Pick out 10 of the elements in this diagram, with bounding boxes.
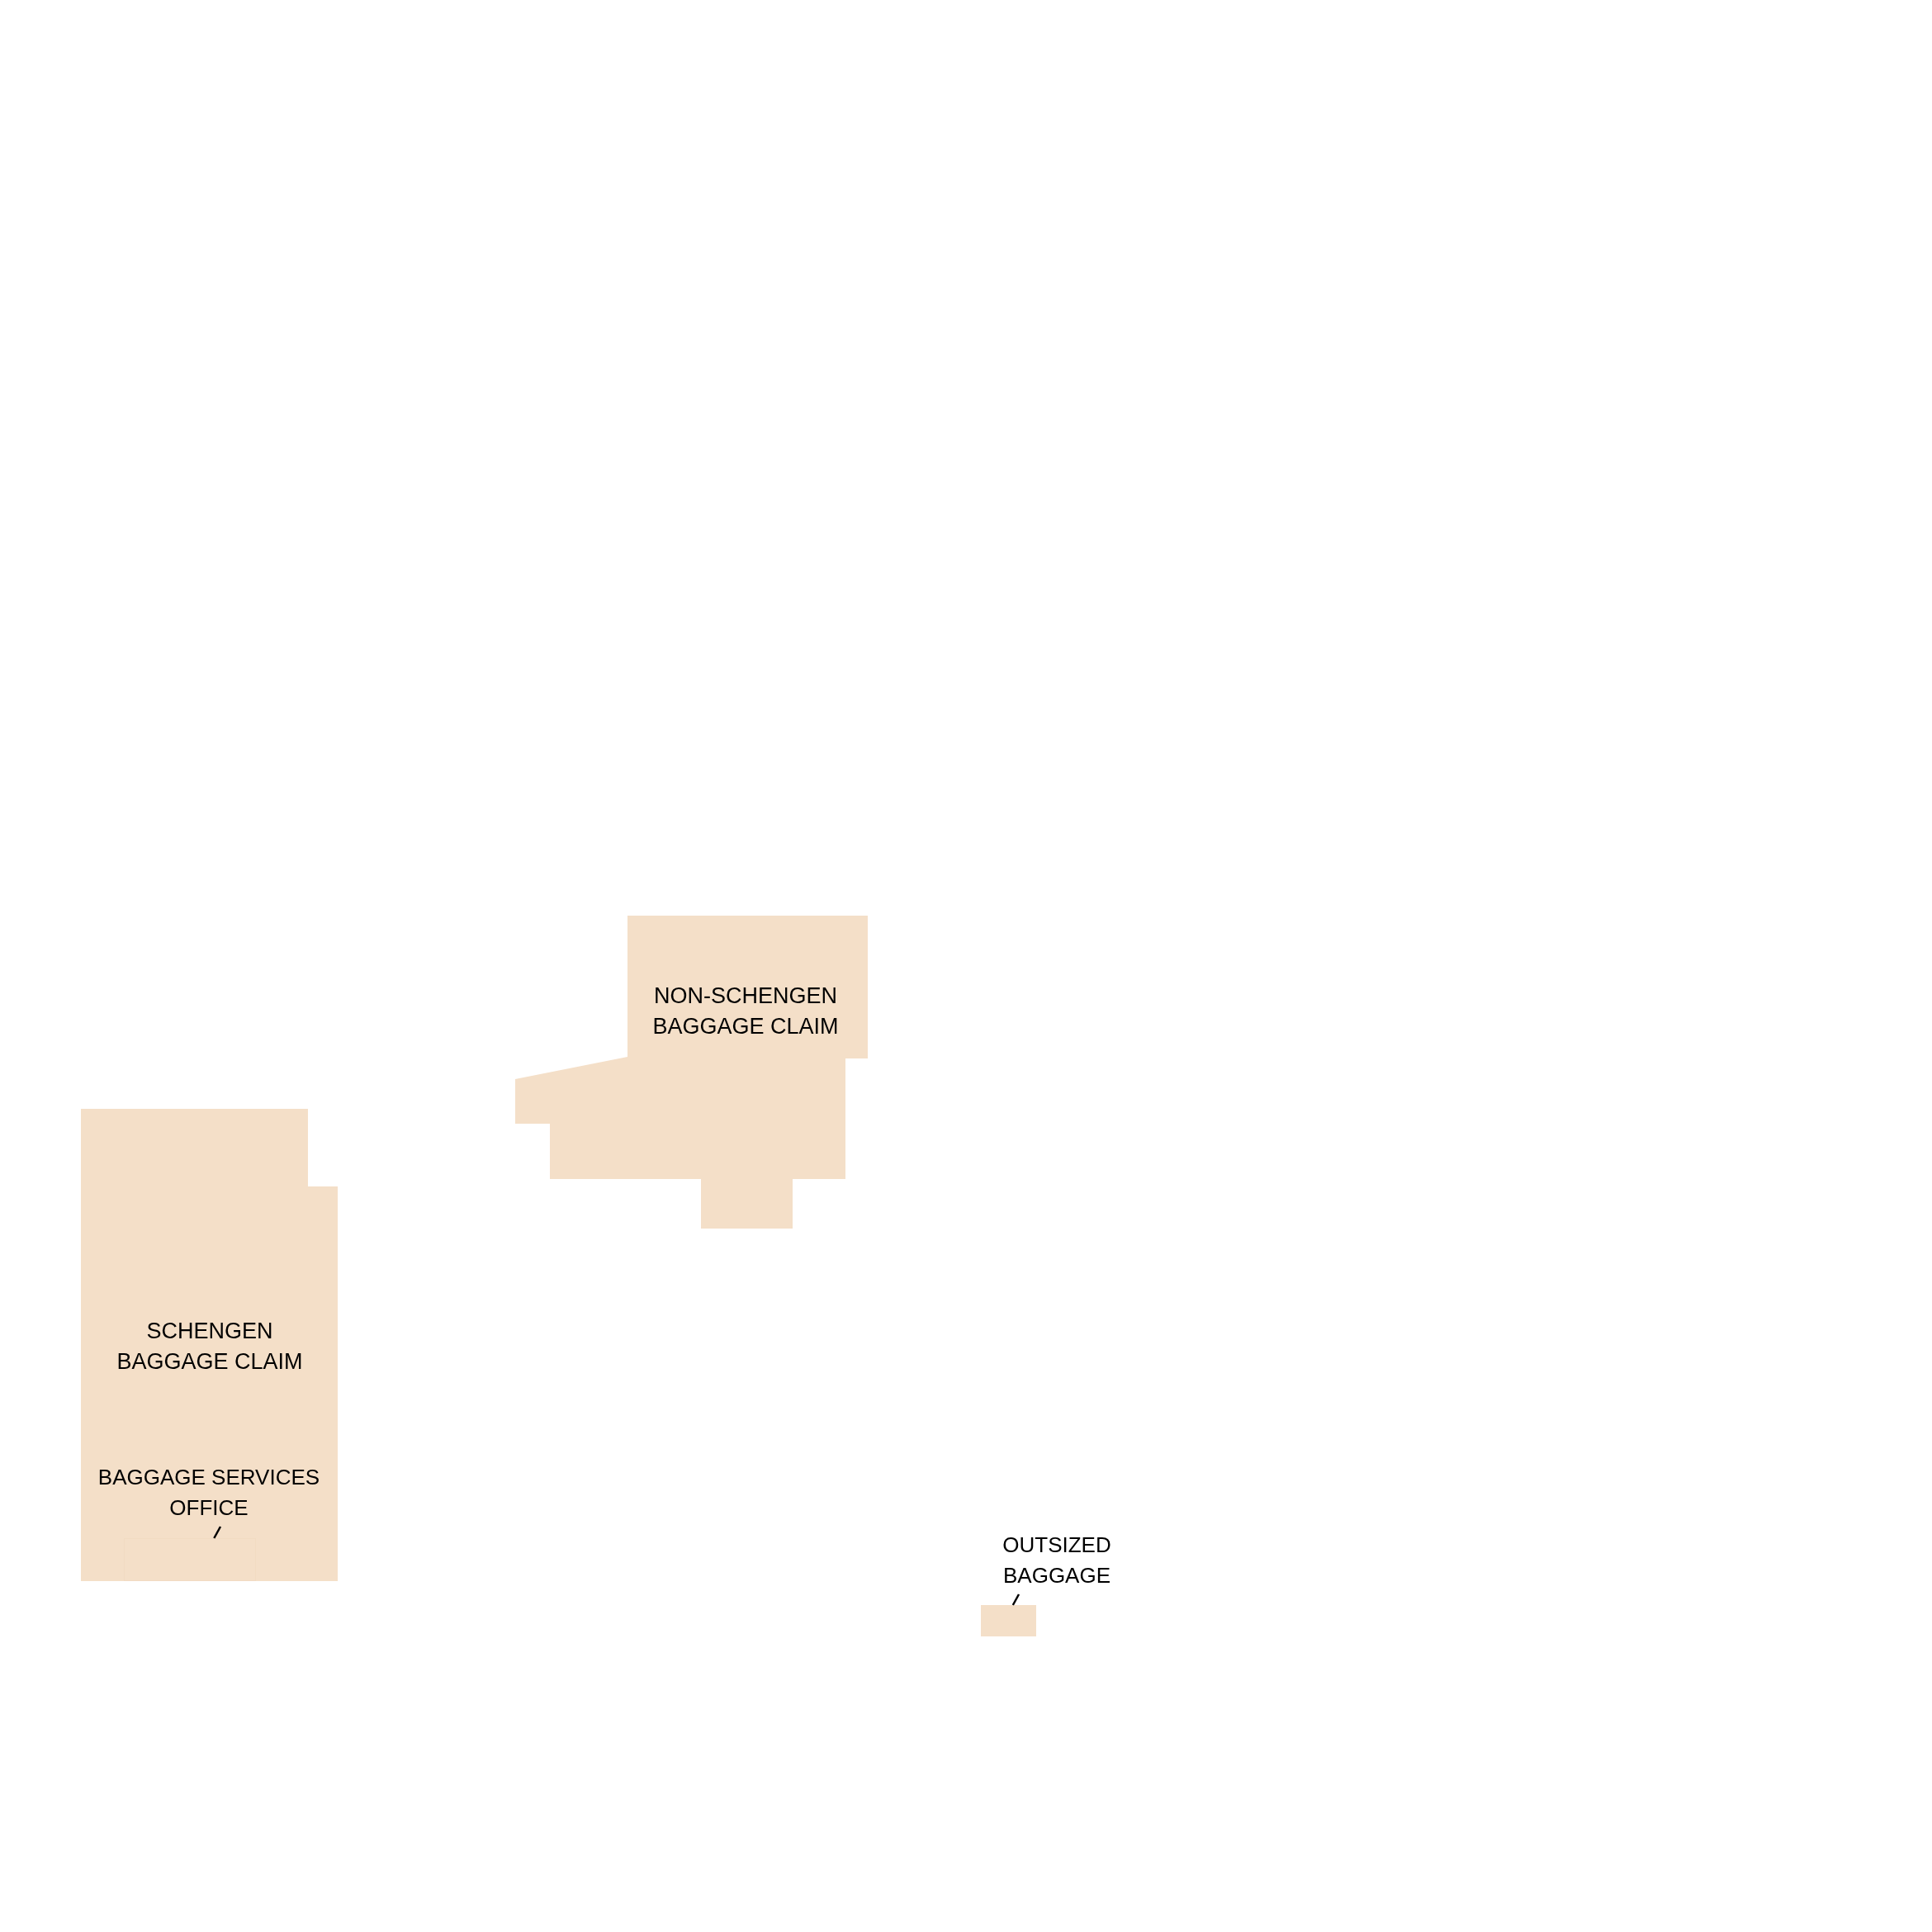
floor-area (515, 916, 868, 1229)
floor-area (81, 1109, 338, 1581)
floor-area (981, 1605, 1036, 1636)
leader-line (1011, 1593, 1020, 1606)
leader-line (213, 1526, 222, 1539)
area-label: BAGGAGE SERVICES OFFICE (85, 1461, 333, 1524)
area-label: SCHENGEN BAGGAGE CLAIM (116, 1318, 304, 1376)
office-area (124, 1538, 256, 1581)
area-label: OUTSIZED BAGGAGE (995, 1529, 1119, 1592)
area-label: NON-SCHENGEN BAGGAGE CLAIM (651, 983, 840, 1040)
